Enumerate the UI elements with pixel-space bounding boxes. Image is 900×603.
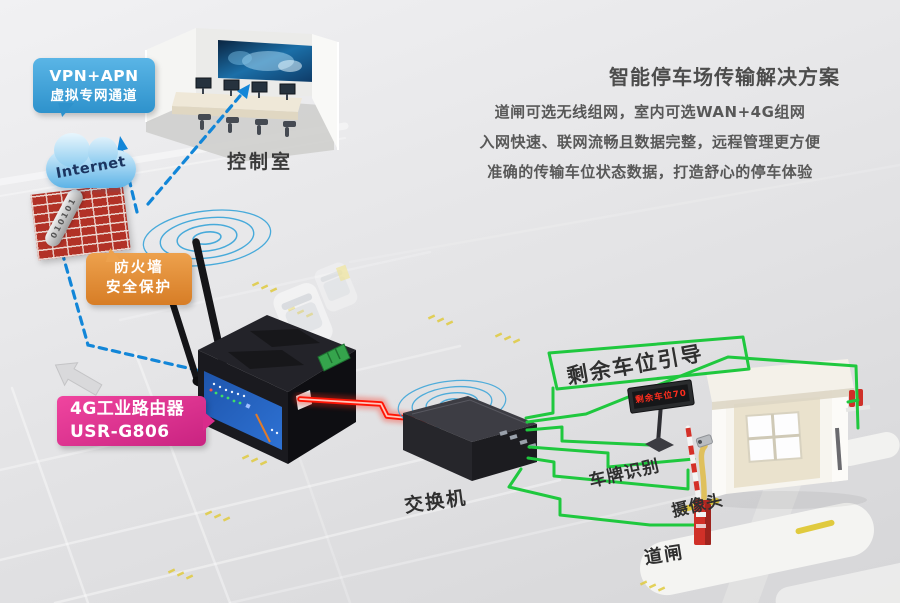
internet-cloud: [46, 133, 136, 188]
green-network-wires: [507, 335, 860, 527]
dashed-arrowheads: [117, 84, 250, 152]
solution-description-line2: 入网快速、联网流畅且数据完整，远程管理更方便: [479, 133, 821, 151]
camera-pole: [695, 434, 713, 501]
barrier-gate: [685, 425, 711, 545]
ethernet-switch: [403, 396, 537, 481]
router-callout-label: 4G工业路由器 USR-G806: [57, 396, 215, 446]
solution-description: 道闸可选无线组网，室内可选WAN+4G组网 入网快速、联网流畅且数据完整，远程管…: [452, 97, 848, 187]
firewall-callout-line2: 安全保护: [106, 280, 172, 296]
solution-description-line1: 道闸可选无线组网，室内可选WAN+4G组网: [494, 103, 806, 121]
router-callout-line2: USR-G806: [70, 422, 170, 442]
guidance-led-sign: [627, 379, 695, 452]
solution-description-line3: 准确的传输车位状态数据，打造舒心的停车体验: [487, 163, 813, 181]
vpn-callout-line1: VPN+APN: [49, 66, 139, 85]
flow-arrow: [54, 362, 103, 396]
firewall-callout-bubble: 防火墙 安全保护: [86, 253, 192, 305]
control-room-label: 控制室: [226, 151, 293, 173]
router-callout-line1: 4G工业路由器: [70, 399, 185, 420]
page-title: 智能停车场传输解决方案: [609, 65, 840, 89]
vpn-callout-bubble: VPN+APN 虚拟专网通道: [33, 58, 155, 113]
vpn-callout-line2: 虚拟专网通道: [50, 87, 138, 104]
control-room: [145, 28, 339, 162]
firewall-callout-line1: 防火墙: [114, 260, 164, 277]
guard-booth: [697, 359, 871, 509]
cart: [335, 264, 351, 282]
